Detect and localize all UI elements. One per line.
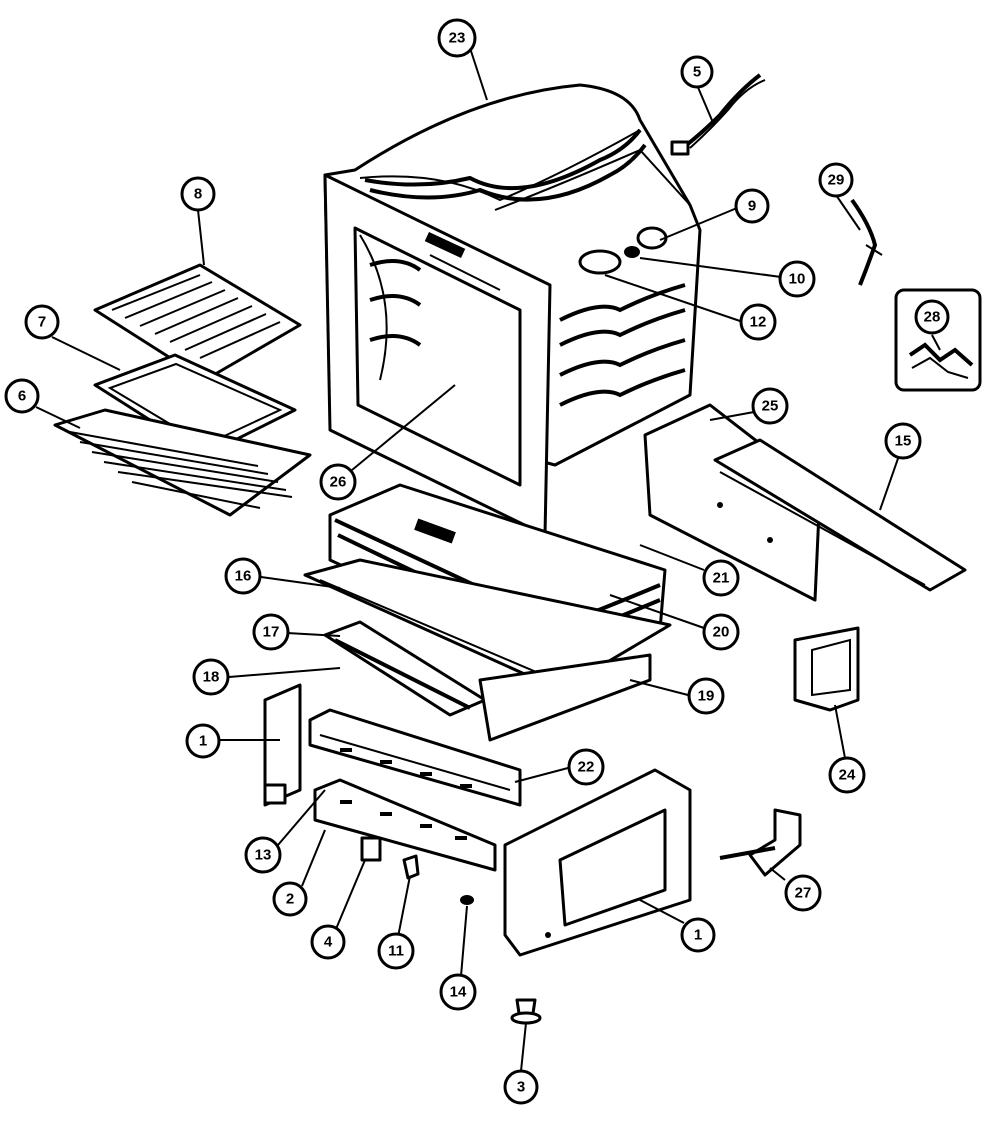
lower-brace	[313, 778, 497, 872]
callout-3: 3	[503, 1069, 539, 1105]
callout-20: 20	[702, 613, 740, 651]
callout-24: 24	[828, 756, 866, 794]
callout-label: 27	[795, 885, 812, 902]
callout-label: 2	[286, 891, 294, 908]
callout-label: 1	[199, 733, 207, 750]
callout-16: 16	[224, 557, 262, 595]
callout-label: 11	[388, 943, 404, 960]
lower-frame-left	[263, 683, 302, 807]
callout-label: 26	[330, 474, 347, 491]
callout-label: 23	[449, 30, 466, 47]
callout-label: 6	[18, 388, 26, 405]
callout-label: 25	[762, 398, 779, 415]
callout-11: 11	[377, 932, 415, 970]
callout-label: 7	[38, 314, 46, 331]
callout-label: 29	[828, 172, 845, 189]
broiler-pan	[93, 263, 302, 382]
burner-tray	[303, 558, 672, 692]
callout-25: 25	[751, 387, 789, 425]
callout-label: 3	[517, 1079, 525, 1096]
callout-6: 6	[4, 378, 40, 414]
rear-bracket	[793, 626, 860, 712]
callout-label: 20	[713, 624, 730, 641]
callout-label: 18	[203, 669, 220, 686]
small-part-4	[360, 836, 382, 862]
callout-label: 21	[713, 570, 730, 587]
callout-label: 4	[324, 934, 333, 951]
wire-harness	[670, 73, 766, 156]
callout-label: 22	[578, 759, 595, 776]
callout-18: 18	[192, 658, 230, 696]
callout-label: 17	[263, 624, 280, 641]
callout-9: 9	[734, 188, 770, 224]
burner-baffle	[478, 653, 652, 742]
callout-2: 2	[272, 881, 308, 917]
callout-29: 29	[818, 162, 854, 198]
callout-label: 9	[748, 198, 756, 215]
callout-12: 12	[739, 303, 777, 341]
drawer-front-channel	[308, 708, 522, 807]
callout-23: 23	[437, 18, 477, 58]
callout-label: 14	[450, 984, 467, 1001]
callout-label: 10	[789, 271, 806, 288]
small-part-11	[402, 854, 420, 880]
callout-4: 4	[310, 924, 346, 960]
callout-label: 12	[750, 314, 767, 331]
callout-label: 8	[194, 186, 202, 203]
callout-19: 19	[687, 677, 725, 715]
callout-26: 26	[319, 463, 357, 501]
small-part-14	[460, 895, 474, 905]
callout-28: 28	[914, 299, 950, 335]
callout-label: 28	[924, 309, 941, 326]
callout-8: 8	[180, 176, 216, 212]
callout-17: 17	[252, 613, 290, 651]
side-panel	[643, 403, 822, 602]
oven-cavity	[323, 83, 702, 537]
callout-7: 7	[24, 304, 60, 340]
callout-5: 5	[680, 55, 714, 89]
callout-label: 13	[255, 847, 272, 864]
callout-1-left: 1	[185, 723, 221, 759]
callout-13: 13	[244, 836, 282, 874]
callout-10: 10	[778, 260, 816, 298]
callout-label: 19	[698, 688, 715, 705]
callout-22: 22	[567, 748, 605, 786]
callout-1-right: 1	[680, 917, 716, 953]
anti-tip-bracket	[719, 808, 802, 877]
callout-label: 24	[839, 767, 856, 784]
callout-15: 15	[884, 422, 922, 460]
callout-label: 16	[235, 568, 252, 585]
callout-label: 5	[693, 64, 701, 81]
oven-rack	[53, 408, 312, 517]
callout-label: 15	[895, 433, 912, 450]
top-trim	[713, 438, 967, 592]
leader-lines	[35, 47, 941, 1072]
callout-14: 14	[439, 973, 477, 1011]
lower-frame-right	[503, 768, 692, 957]
callout-27: 27	[784, 874, 822, 912]
leveling-leg	[510, 998, 542, 1025]
callout-21: 21	[702, 559, 740, 597]
callout-label: 1	[694, 927, 702, 944]
wire-clip	[850, 198, 883, 286]
